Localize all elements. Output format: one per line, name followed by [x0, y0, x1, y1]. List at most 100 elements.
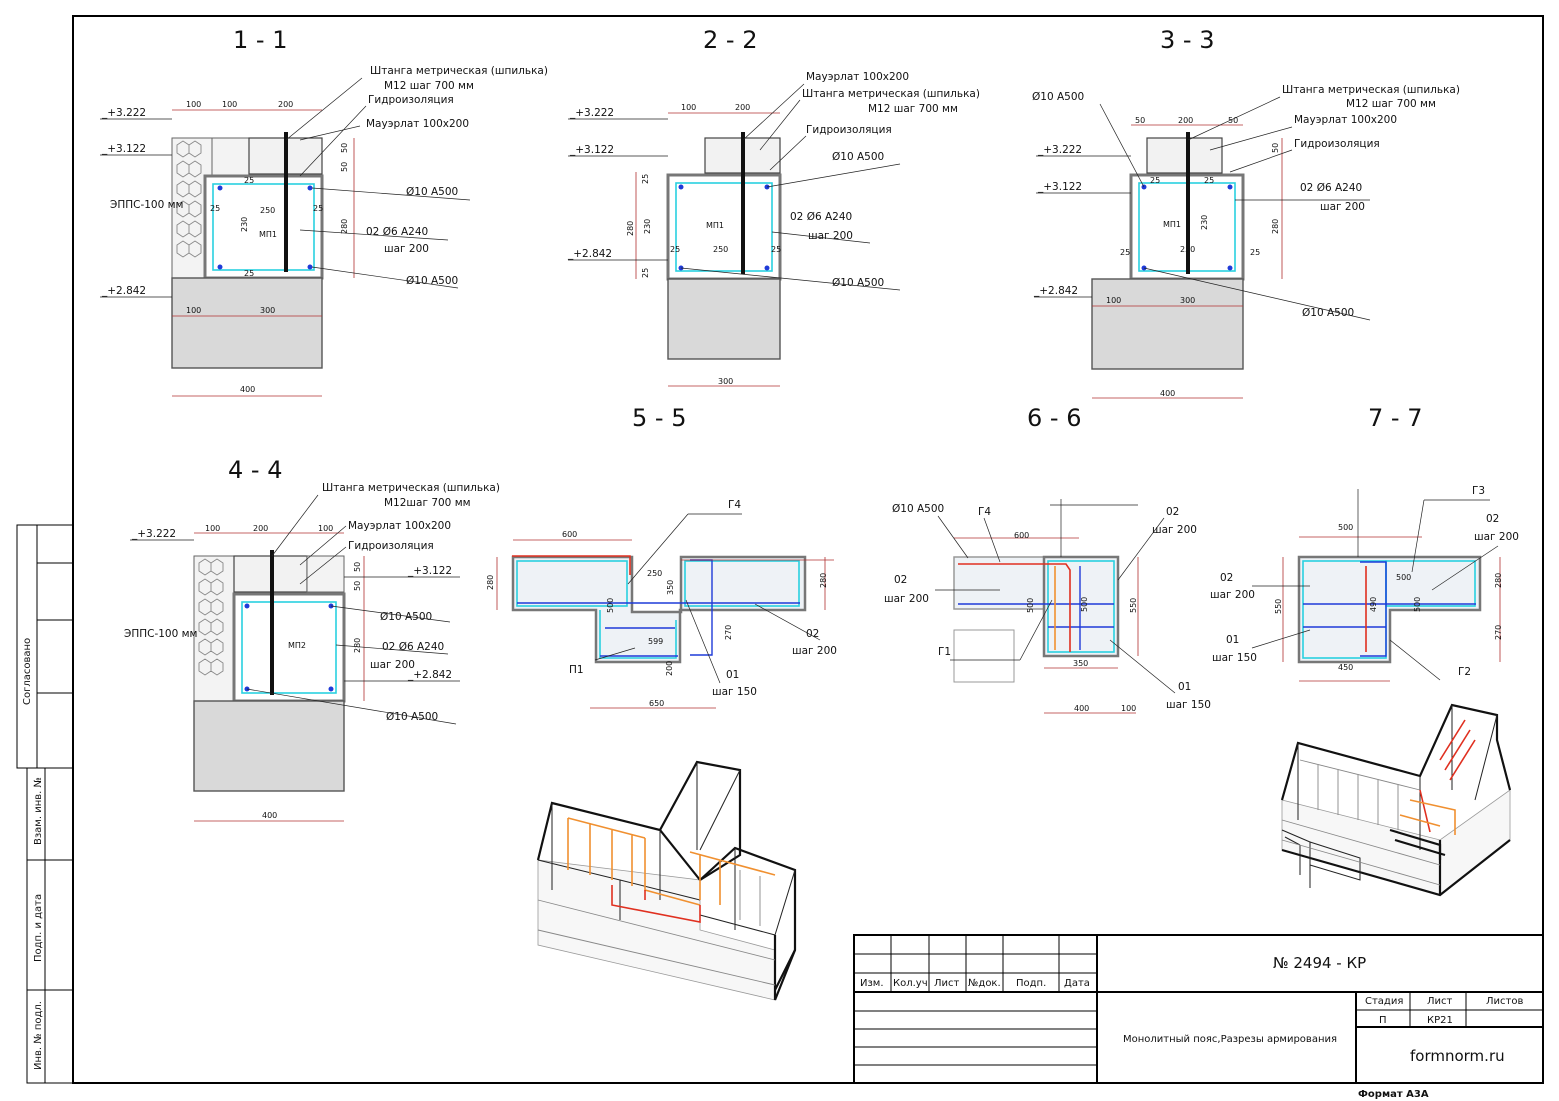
- svg-text:шаг 200: шаг 200: [884, 593, 929, 605]
- svg-text:Ø10 А500: Ø10 А500: [380, 611, 432, 623]
- sheet-name: Монолитный пояс,Разрезы армирования: [1123, 1034, 1337, 1045]
- inv-podl-label: Инв. № подл.: [33, 1001, 44, 1070]
- svg-text:7 - 7: 7 - 7: [1368, 404, 1422, 432]
- svg-text:МП1: МП1: [259, 230, 277, 239]
- svg-text:100: 100: [1121, 704, 1136, 713]
- svg-text:шаг 150: шаг 150: [1212, 652, 1257, 664]
- col-list: Лист: [934, 978, 960, 989]
- svg-text:230: 230: [240, 217, 249, 232]
- col-ndok: №док.: [968, 978, 1001, 989]
- svg-text:П1: П1: [569, 664, 584, 676]
- belt-beam: [203, 174, 324, 280]
- svg-text:50: 50: [353, 562, 362, 572]
- title-block: Изм. Кол.уч Лист №док. Подп. Дата № 2494…: [853, 934, 1544, 1100]
- sheets-header: Листов: [1486, 996, 1523, 1007]
- svg-text:280: 280: [819, 573, 828, 588]
- svg-text:Ø10 А500: Ø10 А500: [832, 277, 884, 289]
- svg-text:280: 280: [626, 221, 635, 236]
- svg-text:200: 200: [1178, 116, 1193, 125]
- svg-text:_+3.222: _+3.222: [101, 107, 146, 119]
- svg-text:шаг 150: шаг 150: [1166, 699, 1211, 711]
- svg-text:шаг 200: шаг 200: [1320, 201, 1365, 213]
- svg-text:500: 500: [1396, 573, 1411, 582]
- section-1-1: 1 - 1 МП1 100 100 200 50 50 25 25 250 25…: [100, 26, 548, 397]
- svg-text:25: 25: [641, 268, 650, 278]
- svg-text:Мауэрлат 100х200: Мауэрлат 100х200: [1294, 114, 1397, 126]
- svg-text:Мауэрлат 100х200: Мауэрлат 100х200: [348, 520, 451, 532]
- svg-text:МП1: МП1: [1163, 220, 1181, 229]
- svg-text:200: 200: [278, 100, 293, 109]
- svg-text:02: 02: [1220, 572, 1233, 584]
- svg-text:6 - 6: 6 - 6: [1027, 404, 1081, 432]
- svg-text:_+3.222: _+3.222: [1037, 144, 1082, 156]
- col-kol: Кол.уч: [893, 978, 928, 989]
- svg-text:400: 400: [1074, 704, 1089, 713]
- svg-text:М12 шаг 700 мм: М12 шаг 700 мм: [1346, 98, 1436, 110]
- svg-text:25: 25: [1250, 248, 1260, 257]
- svg-text:Штанга метрическая (шпилька): Штанга метрическая (шпилька): [802, 88, 980, 100]
- svg-text:100: 100: [318, 524, 333, 533]
- svg-text:шаг 200: шаг 200: [370, 659, 415, 671]
- svg-text:Г4: Г4: [978, 506, 991, 518]
- svg-text:25: 25: [771, 245, 781, 254]
- svg-text:_+3.222: _+3.222: [569, 107, 614, 119]
- svg-text:300: 300: [718, 377, 733, 386]
- section-title: 1 - 1: [233, 26, 287, 54]
- svg-text:350: 350: [666, 580, 675, 595]
- svg-text:Гидроизоляция: Гидроизоляция: [368, 94, 454, 106]
- svg-text:Гидроизоляция: Гидроизоляция: [806, 124, 892, 136]
- doc-number: № 2494 - КР: [1273, 954, 1366, 972]
- svg-text:270: 270: [1494, 625, 1503, 640]
- svg-text:250: 250: [260, 206, 275, 215]
- svg-text:_+3.122: _+3.122: [407, 565, 452, 577]
- svg-text:600: 600: [1014, 531, 1029, 540]
- svg-text:230: 230: [643, 219, 652, 234]
- svg-text:25: 25: [641, 174, 650, 184]
- svg-text:Гидроизоляция: Гидроизоляция: [1294, 138, 1380, 150]
- svg-text:25: 25: [1204, 176, 1214, 185]
- svg-text:02: 02: [1486, 513, 1499, 525]
- svg-text:01: 01: [1226, 634, 1239, 646]
- sheet-header: Лист: [1427, 996, 1453, 1007]
- svg-text:_+3.122: _+3.122: [101, 143, 146, 155]
- svg-text:400: 400: [262, 811, 277, 820]
- svg-text:100: 100: [186, 100, 201, 109]
- svg-text:25: 25: [210, 204, 220, 213]
- svg-text:650: 650: [649, 699, 664, 708]
- svg-text:Ø10 А500: Ø10 А500: [406, 275, 458, 287]
- svg-text:01: 01: [1178, 681, 1191, 693]
- col-izm: Изм.: [860, 978, 884, 989]
- stage-header: Стадия: [1365, 996, 1403, 1007]
- svg-text:5 - 5: 5 - 5: [632, 404, 686, 432]
- svg-text:3 - 3: 3 - 3: [1160, 26, 1214, 54]
- section-2-2: 2 - 2 МП1 100 200 25 280 230 25 25 250 2…: [567, 26, 980, 387]
- svg-text:01: 01: [726, 669, 739, 681]
- sheet-value: КР21: [1427, 1015, 1453, 1026]
- svg-text:25: 25: [1120, 248, 1130, 257]
- svg-text:50: 50: [1271, 143, 1280, 153]
- svg-text:Штанга метрическая (шпилька): Штанга метрическая (шпилька): [322, 482, 500, 494]
- svg-text:_+2.842: _+2.842: [1033, 285, 1078, 297]
- svg-text:100: 100: [205, 524, 220, 533]
- svg-text:280: 280: [353, 638, 362, 653]
- svg-text:шаг 200: шаг 200: [792, 645, 837, 657]
- svg-text:МП2: МП2: [288, 641, 306, 650]
- svg-text:_+3.122: _+3.122: [1037, 181, 1082, 193]
- svg-text:500: 500: [1338, 523, 1353, 532]
- section-4-4: 4 - 4 МП2 100 200 100 50 50 280 400 _+3.…: [124, 456, 500, 822]
- section-6-6: 6 - 6 600 500 500 550 350 400 100 Ø10 А5…: [884, 404, 1211, 714]
- svg-text:25: 25: [244, 269, 254, 278]
- svg-text:250: 250: [713, 245, 728, 254]
- section-5-5: 5 - 5 600 280 250 350 500 599 200 270 28…: [486, 404, 837, 709]
- svg-text:250: 250: [647, 569, 662, 578]
- stage-value: П: [1379, 1015, 1387, 1026]
- svg-text:02 Ø6 А240: 02 Ø6 А240: [790, 211, 852, 223]
- svg-text:М12шаг 700 мм: М12шаг 700 мм: [384, 497, 471, 509]
- svg-text:25: 25: [244, 176, 254, 185]
- svg-text:100: 100: [681, 103, 696, 112]
- svg-text:Мауэрлат 100х200: Мауэрлат 100х200: [366, 118, 469, 130]
- svg-text:шаг 200: шаг 200: [808, 230, 853, 242]
- wall: [171, 277, 323, 369]
- svg-text:Г3: Г3: [1472, 485, 1485, 497]
